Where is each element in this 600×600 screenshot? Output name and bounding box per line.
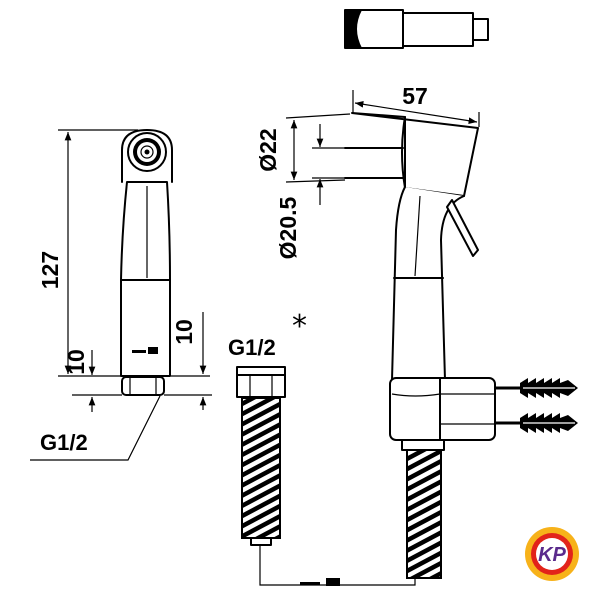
outer-diameter-dimension: Ø22 [255, 113, 351, 183]
sprayer-side-view [344, 112, 479, 381]
base-dimension-right-label: 10 [171, 319, 197, 345]
sprayer-thread-callout: G1/2 [30, 395, 161, 461]
length-dimension: 57 [352, 83, 480, 127]
base-dimension-left-label: 10 [63, 349, 89, 375]
wall-anchor-screw-top [493, 376, 580, 400]
side-hose [401, 439, 445, 579]
sprayer-front-view [120, 129, 173, 396]
wall-anchor-screw-bottom [493, 411, 580, 435]
connector-piece [344, 9, 489, 49]
outer-diameter-label: Ø22 [255, 128, 281, 171]
height-dimension-label: 127 [37, 251, 63, 289]
inner-diameter-label: Ø20.5 [275, 196, 301, 259]
note-asterisk: * [292, 309, 307, 344]
sprayer-thread-label: G1/2 [40, 430, 88, 455]
hose-length-dimension [259, 545, 416, 586]
base-dimension-right: 10 [164, 312, 212, 410]
thread-connector [121, 376, 165, 396]
inner-diameter-dimension: Ø20.5 [275, 124, 345, 259]
hose-assembly: G1/2 * [228, 309, 307, 546]
brand-mark [132, 347, 158, 354]
hose-thread-label: G1/2 [228, 335, 276, 360]
brand-logo: KP [525, 527, 579, 581]
wall-bracket [389, 377, 496, 441]
nozzle-face [127, 132, 167, 172]
hose-coil [241, 397, 281, 539]
side-hose-coil [406, 449, 442, 579]
length-dimension-label: 57 [402, 83, 428, 109]
hose-nut [236, 366, 286, 398]
base-dimension-left: 10 [63, 349, 122, 412]
side-head [351, 112, 479, 197]
logo-text: KP [538, 544, 566, 566]
trigger-lever [446, 199, 479, 257]
height-dimension: 127 [37, 129, 138, 377]
